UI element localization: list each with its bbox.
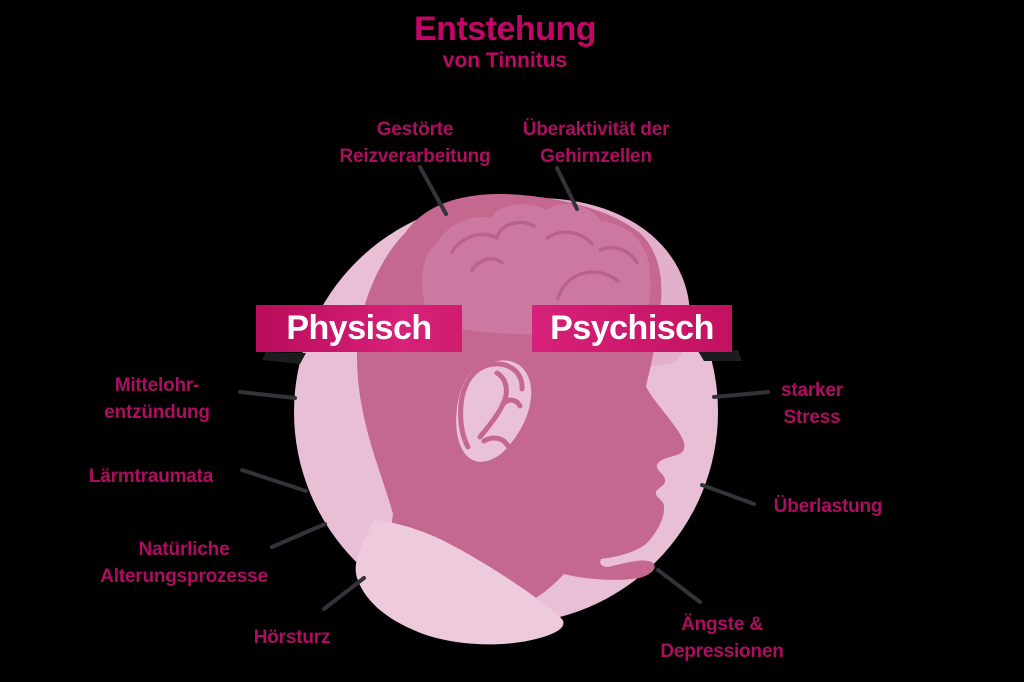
connector-lines	[238, 165, 770, 611]
cause-line: Lärmtraumata	[88, 466, 214, 487]
cause-line: Gestörte	[376, 119, 454, 140]
cause-label-gestoerte-reizverarbeitung: Gestörte Reizverarbeitung	[295, 116, 535, 170]
cause-line: entzündung	[104, 402, 210, 423]
cause-line: Hörsturz	[253, 627, 331, 648]
banner-shadow-right	[698, 350, 742, 361]
connector-gestoerte-reizverarbeitung	[418, 165, 448, 216]
cause-label-ueberlastung: Überlastung	[708, 493, 948, 520]
title-block: Entstehung von Tinnitus	[355, 10, 655, 73]
cause-line: Reizverarbeitung	[339, 146, 491, 167]
cause-label-hoersturz: Hörsturz	[172, 624, 412, 651]
cause-label-starker-stress: starker Stress	[692, 377, 932, 431]
cause-line: Überlastung	[773, 496, 883, 517]
cause-line: Natürliche	[138, 539, 230, 560]
cause-line: Alterungsprozesse	[100, 566, 268, 587]
cause-label-aengste-depressionen: Ängste & Depressionen	[602, 611, 842, 665]
cause-line: Überaktivität der	[522, 119, 670, 140]
cause-line: Depressionen	[660, 641, 784, 662]
shirt-shape	[355, 520, 564, 645]
cause-line: Mittelohr-	[114, 375, 200, 396]
cause-label-mittelohrentzuendung: Mittelohr- entzündung	[37, 372, 277, 426]
connector-natuerliche-alterungsprozesse	[270, 522, 327, 549]
banner-shadow-left	[262, 352, 306, 364]
banner-physisch: Physisch	[256, 305, 462, 352]
connector-hoersturz	[322, 576, 366, 611]
connector-ueberaktivitaet	[555, 166, 579, 211]
page-subtitle: von Tinnitus	[442, 49, 568, 72]
page-title: Entstehung	[414, 10, 596, 48]
ear-icon	[456, 360, 532, 462]
cause-line: Ängste &	[681, 614, 763, 635]
banner-psychisch: Psychisch	[532, 305, 732, 352]
connector-starker-stress	[712, 390, 770, 399]
cause-line: Stress	[783, 407, 841, 428]
cause-line: starker	[781, 380, 843, 401]
connector-aengste-depressionen	[656, 568, 702, 604]
connector-mittelohrentzuendung	[238, 390, 297, 400]
connector-ueberlastung	[700, 483, 756, 506]
cause-label-laermtraumata: Lärmtraumata	[31, 463, 271, 490]
cause-label-natuerliche-alterungsprozesse: Natürliche Alterungsprozesse	[64, 536, 304, 590]
cause-label-ueberaktivitaet-gehirnzellen: Überaktivität der Gehirnzellen	[476, 116, 716, 170]
brain-shape	[421, 203, 651, 335]
connector-laermtraumata	[240, 468, 308, 493]
cause-line: Gehirnzellen	[540, 146, 652, 167]
